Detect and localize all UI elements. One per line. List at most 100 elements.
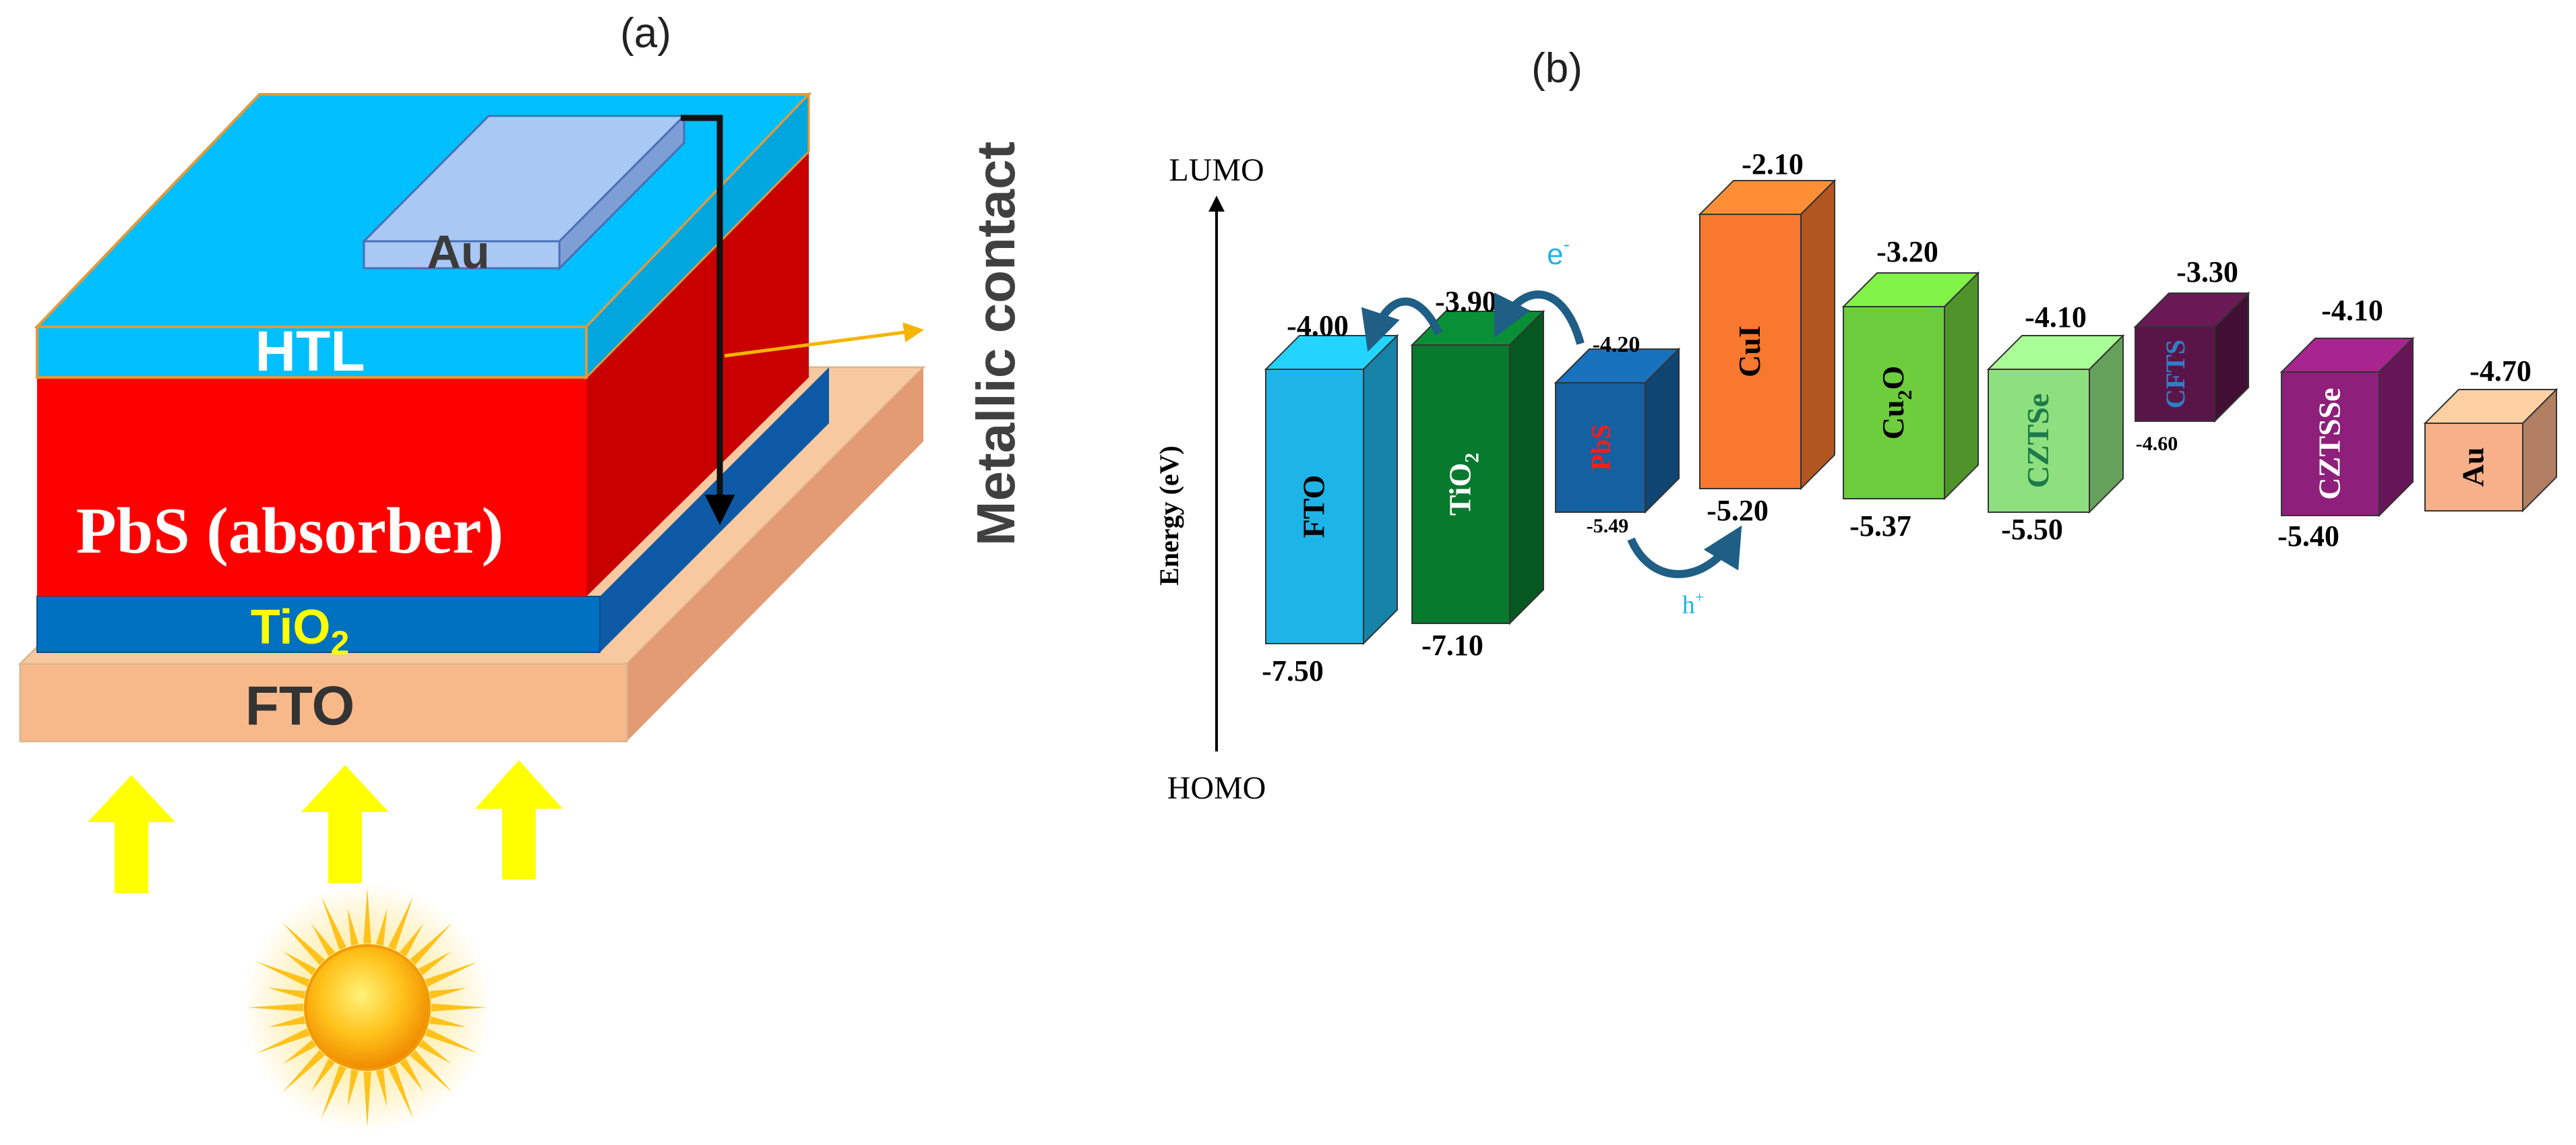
sun-ray <box>268 987 306 999</box>
block-label: CZTSe <box>2021 394 2055 489</box>
sun-ray <box>418 1039 452 1064</box>
tio2-label: TiO2 <box>251 600 350 662</box>
energy-block-pbs: PbS -4.20 -5.49 <box>1554 332 1681 537</box>
block-label: CFTS <box>2160 340 2190 408</box>
energy-axis-label: Energy (eV) <box>1154 445 1184 586</box>
sun-ray <box>375 908 388 946</box>
sun-ray <box>388 1065 414 1119</box>
light-arrow-1 <box>88 775 175 893</box>
sun-ray <box>418 951 452 976</box>
homo-value: -7.50 <box>1262 654 1324 687</box>
block-side-face <box>1800 179 1835 491</box>
block-label: FTO <box>1297 475 1331 538</box>
block-front-face <box>1988 369 2090 513</box>
block-side-face <box>1363 334 1398 646</box>
metallic-contact-pointer <box>724 322 924 358</box>
sun-ray <box>363 888 371 944</box>
au-label: Au <box>427 226 489 278</box>
homo-value: -4.60 <box>2136 433 2178 455</box>
homo-value: -7.10 <box>1421 629 1483 662</box>
sun-ray <box>410 923 452 965</box>
lumo-value: -4.20 <box>1593 332 1640 357</box>
block-front-face <box>1411 344 1510 624</box>
homo-value: -5.20 <box>1707 494 1769 527</box>
lumo-value: -4.10 <box>2025 301 2087 334</box>
sun-ray <box>321 1065 346 1119</box>
sun-ray <box>256 1028 310 1054</box>
light-arrow-3 <box>475 760 563 879</box>
energy-block-cfts: CFTS-3.30-4.60 <box>2133 255 2250 455</box>
sun-ray <box>282 1050 325 1092</box>
sun-ray <box>268 1016 306 1028</box>
lumo-value: -4.70 <box>2470 354 2532 388</box>
energy-block-cui: CuI -2.10 -5.20 <box>1698 148 1837 527</box>
block-front-face <box>2135 326 2215 422</box>
homo-value: -5.50 <box>2001 513 2063 546</box>
sun-ray <box>429 1016 467 1028</box>
panel-b: (b) LUMO HOMO Energy (eV) FTO-4.00-7.50T… <box>1154 45 2558 806</box>
sun-ray <box>399 923 424 957</box>
block-front-face <box>1699 214 1802 489</box>
sun-ray <box>321 896 346 950</box>
sun-ray <box>283 1039 317 1064</box>
fto-label: FTO <box>245 675 355 737</box>
panel-a: (a) FTO TiO2 PbS (absorber) HTL <box>18 10 1026 1132</box>
energy-block-fto: FTO -4.00 -7.50 <box>1262 309 1399 687</box>
block-label: CZTSSe <box>2312 388 2347 499</box>
lumo-value: -4.10 <box>2321 294 2383 327</box>
sun-ray <box>363 1071 371 1127</box>
block-front-face <box>1843 306 1945 499</box>
metallic-contact-label: Metallic contact <box>966 142 1026 546</box>
sun-ray <box>410 1050 452 1092</box>
block-label: TiO2 <box>1443 453 1483 516</box>
hole-label: h+ <box>1682 589 1705 619</box>
lumo-value: -4.00 <box>1287 309 1349 342</box>
sun-ray <box>311 1058 336 1092</box>
electron-label: e- <box>1547 234 1570 271</box>
electron-transfer-arrow-1 <box>1361 297 1443 352</box>
sun-ray <box>425 961 479 987</box>
sun-ray <box>311 923 336 957</box>
au-contact: Au <box>361 113 687 278</box>
absorber-layer: PbS (absorber) <box>37 152 809 596</box>
sun-ray <box>375 1069 388 1107</box>
sun-ray <box>347 908 359 946</box>
sun-ray <box>429 987 467 999</box>
block-label: PbS <box>1586 425 1616 471</box>
sun-ray <box>282 923 325 965</box>
panel-b-caption: (b) <box>1531 45 1583 92</box>
block-front-face <box>2281 371 2380 516</box>
block-front-face <box>1265 369 1364 644</box>
lumo-value: -2.10 <box>1742 148 1804 181</box>
light-arrow-2 <box>301 765 389 883</box>
lumo-value: -3.90 <box>1435 285 1497 318</box>
energy-block-tio: TiO2 -3.90 -7.10 <box>1410 285 1545 662</box>
homo-value: -5.40 <box>2277 520 2339 553</box>
block-label: CuI <box>1732 326 1767 377</box>
energy-blocks: FTO -4.00 -7.50 TiO2 -3.90 -7.10 PbS -4.20 -5.49… <box>1262 148 2558 687</box>
sun-ray <box>247 1003 304 1012</box>
sun-ray <box>256 961 310 987</box>
sun-ray <box>388 896 414 950</box>
sun-ray <box>347 1069 359 1107</box>
block-front-face <box>1555 382 1646 513</box>
sun-icon <box>243 883 492 1132</box>
htl-label: HTL <box>255 319 365 383</box>
lumo-value: -3.20 <box>1876 235 1938 268</box>
sun-ray <box>399 1058 424 1092</box>
sun-ray <box>283 951 317 976</box>
homo-value: -5.49 <box>1587 515 1629 537</box>
hole-transfer-arrow <box>1627 525 1742 578</box>
block-side-face <box>1509 309 1544 625</box>
panel-a-caption: (a) <box>620 10 671 57</box>
homo-value: -5.37 <box>1849 509 1911 543</box>
block-side-face <box>1944 271 1979 501</box>
block-label: Au <box>2456 447 2490 487</box>
sun-ray <box>425 1028 479 1054</box>
absorber-label: PbS (absorber) <box>76 495 503 567</box>
electron-transfer-arrow-2 <box>1494 290 1585 345</box>
energy-block-au: Au -4.70 <box>2423 354 2558 513</box>
energy-block-cztsse: CZTSSe -4.10 -5.40 <box>2277 294 2415 553</box>
homo-axis-label: HOMO <box>1167 770 1266 806</box>
